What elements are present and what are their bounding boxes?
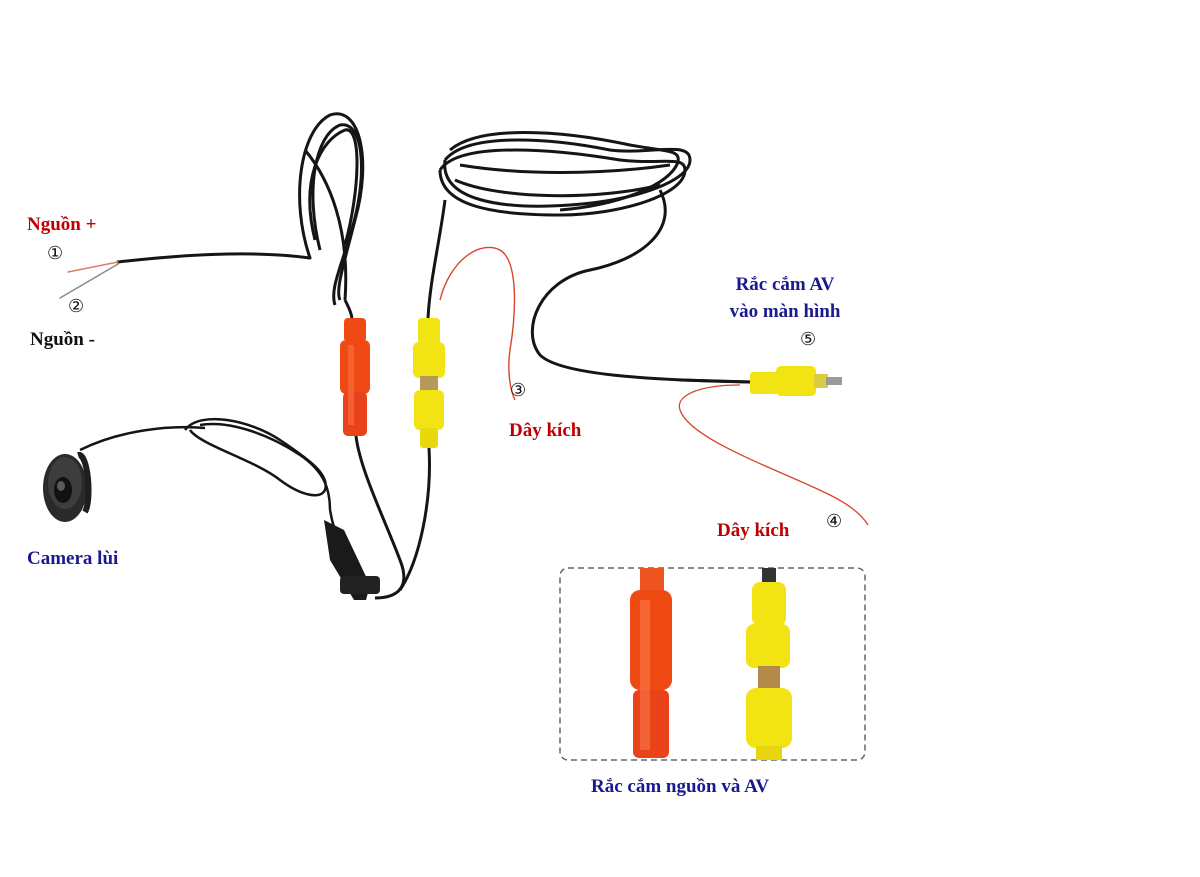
trigger-wire-4 [678, 384, 869, 526]
label-av-line1: Rắc cắm AV [735, 274, 835, 295]
power-cable [116, 252, 312, 264]
marker-1: ① [47, 243, 64, 264]
camera-icon [43, 452, 92, 522]
label-trigger-2: Dây kích [717, 520, 790, 541]
main-cable-coil [426, 131, 751, 384]
marker-5: ⑤ [800, 329, 817, 350]
label-trigger-1: Dây kích [509, 420, 582, 441]
label-camera: Camera lùi [27, 548, 119, 569]
red-power-plug [340, 318, 370, 436]
label-power-minus: Nguồn - [30, 329, 95, 350]
av-output-plug [679, 366, 842, 396]
power-plus-wire [67, 261, 119, 273]
label-av-line2: vào màn hình [729, 301, 841, 322]
camera-connector-housing [324, 520, 380, 600]
power-wire-group [59, 252, 312, 299]
inset-caption: Rắc cắm nguồn và AV [591, 776, 770, 797]
label-power-plus: Nguồn + [27, 214, 97, 235]
marker-4: ④ [826, 511, 843, 532]
marker-3: ③ [510, 380, 527, 401]
left-cable-coil [298, 112, 365, 321]
marker-2: ② [68, 296, 85, 317]
inset-closeup [559, 567, 866, 761]
yellow-rca-connector [413, 318, 445, 448]
trigger-wire-3 [439, 246, 516, 401]
power-minus-wire [59, 263, 119, 299]
lower-cables [354, 435, 431, 600]
camera-cable [79, 417, 367, 591]
